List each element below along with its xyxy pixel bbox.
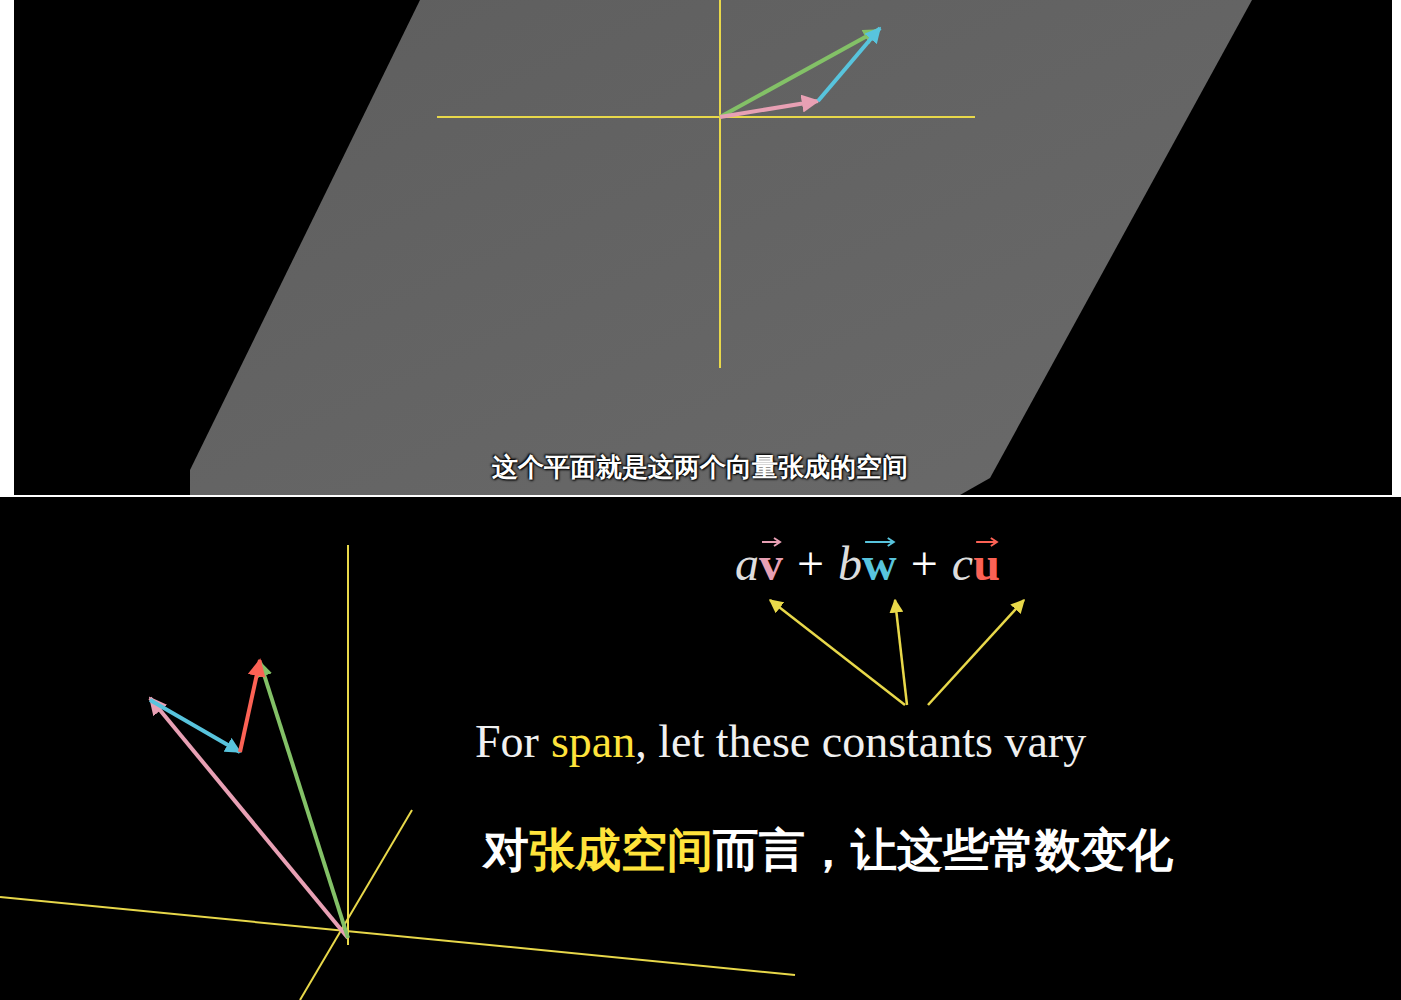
video-frame (14, 0, 1392, 495)
coefficient: c (952, 536, 973, 591)
coefficient: a (735, 536, 759, 591)
axis (437, 116, 975, 118)
vector-symbol: u (973, 536, 1000, 591)
vector (818, 28, 880, 101)
axis (719, 0, 721, 368)
subtitle: 这个平面就是这两个向量张成的空间 (492, 450, 908, 485)
english-caption: Forspan, let these constants vary (475, 715, 1086, 768)
caption-text: 而言，让这些常数变化 (713, 820, 1173, 882)
caption-text: , let these constants vary (635, 715, 1086, 768)
chinese-caption: 对张成空间而言，让这些常数变化 (483, 820, 1173, 882)
caption-word: For (475, 715, 539, 768)
axis (0, 897, 795, 975)
vector (150, 698, 348, 938)
span-plane (190, 0, 1252, 495)
pointer-arrow (895, 600, 907, 705)
plus-sign: + (797, 536, 824, 591)
highlight-word: 张成空间 (529, 820, 713, 882)
coefficient: b (838, 536, 862, 591)
vector-symbol: w (862, 536, 897, 591)
vector (720, 101, 818, 117)
vector (240, 660, 260, 752)
vector (720, 30, 878, 117)
vector-symbol: v (759, 536, 783, 591)
pointer-arrow (770, 600, 905, 705)
formula: av + bw + cu (735, 536, 1000, 591)
highlight-word: span (551, 715, 635, 768)
video-frame (0, 497, 1401, 1000)
plus-sign: + (911, 536, 938, 591)
caption-text: 对 (483, 820, 529, 882)
pointer-arrow (928, 600, 1024, 705)
axis (347, 545, 349, 945)
subtitle-text: 这个平面就是这两个向量张成的空间 (492, 450, 908, 485)
vector (260, 662, 348, 938)
vector (150, 700, 240, 752)
